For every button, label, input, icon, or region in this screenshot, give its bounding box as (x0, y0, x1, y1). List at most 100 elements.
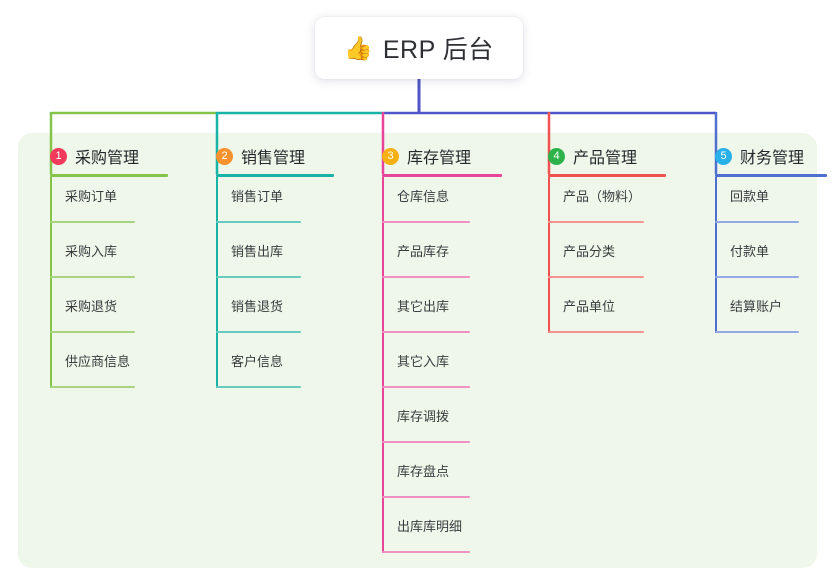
leaf-item[interactable]: 回款单 (695, 177, 825, 232)
branch-column-5: 5 财务管理回款单付款单结算账户 (695, 143, 827, 342)
leaf-item[interactable]: 出库库明细 (362, 507, 527, 562)
leaf-item-label: 产品分类 (563, 244, 616, 259)
branch-column-4: 4 产品管理产品（物料） 产品分类产品单位 (528, 143, 693, 342)
leaf-item[interactable]: 采购订单 (30, 177, 185, 232)
leaf-item[interactable]: 付款单 (695, 232, 825, 287)
branch-trunk-line (548, 177, 550, 333)
leaf-item[interactable]: 采购入库 (30, 232, 185, 287)
leaf-item[interactable]: 供应商信息 (30, 342, 185, 397)
branch-header-5[interactable]: 5 财务管理 (695, 143, 825, 169)
branch-column-3: 3 库存管理仓库信息产品库存其它出库其它入库库存调拨库存盘点出库库明细 (362, 143, 527, 562)
branch-title: 采购管理 (75, 150, 140, 167)
leaf-item[interactable]: 采购退货 (30, 287, 185, 342)
branch-header-rule (50, 174, 168, 177)
branch-header-4[interactable]: 4 产品管理 (528, 143, 693, 169)
branch-header-rule (216, 174, 334, 177)
leaf-item-label: 销售出库 (231, 244, 284, 259)
leaf-item-rule (50, 331, 135, 333)
branch-leaf-list: 销售订单销售出库销售退货客户信息 (196, 177, 351, 397)
leaf-item-rule (50, 386, 135, 388)
leaf-item[interactable]: 库存调拨 (362, 397, 527, 452)
leaf-item[interactable]: 仓库信息 (362, 177, 527, 232)
leaf-item-rule (382, 331, 470, 333)
leaf-item-label: 客户信息 (231, 354, 284, 369)
root-node[interactable]: 👍 ERP 后台 (315, 17, 523, 79)
leaf-item-label: 产品（物料） (563, 189, 642, 204)
leaf-item-label: 采购入库 (65, 244, 118, 259)
leaf-item-rule (382, 221, 470, 223)
leaf-item-label: 产品库存 (397, 244, 450, 259)
leaf-item-label: 产品单位 (563, 299, 616, 314)
leaf-item-rule (382, 551, 470, 553)
leaf-item-label: 结算账户 (730, 299, 783, 314)
leaf-item[interactable]: 其它出库 (362, 287, 527, 342)
leaf-item[interactable]: 客户信息 (196, 342, 351, 397)
branch-trunk-line (216, 177, 218, 388)
branch-number-badge: 3 (382, 147, 399, 165)
branch-title: 库存管理 (407, 150, 472, 167)
leaf-item-label: 采购订单 (65, 189, 118, 204)
leaf-item-rule (382, 386, 470, 388)
branch-trunk-line (715, 177, 717, 333)
leaf-item[interactable]: 产品分类 (528, 232, 693, 287)
leaf-item-rule (382, 496, 470, 498)
branch-title: 产品管理 (573, 150, 638, 167)
leaf-item-label: 回款单 (730, 189, 770, 204)
leaf-item-label: 出库库明细 (397, 519, 463, 534)
leaf-item-label: 其它出库 (397, 299, 450, 314)
leaf-item[interactable]: 销售退货 (196, 287, 351, 342)
branch-leaf-list: 回款单付款单结算账户 (695, 177, 825, 342)
leaf-item-rule (548, 276, 644, 278)
branch-title: 销售管理 (241, 150, 306, 167)
branch-header-2[interactable]: 2 销售管理 (196, 143, 351, 169)
leaf-item-rule (50, 221, 135, 223)
leaf-item-rule (216, 276, 301, 278)
leaf-item-label: 库存调拨 (397, 409, 450, 424)
leaf-item-label: 供应商信息 (65, 354, 131, 369)
leaf-item-rule (715, 331, 799, 333)
branch-number-badge: 2 (216, 147, 233, 165)
leaf-item-label: 付款单 (730, 244, 770, 259)
leaf-item[interactable]: 销售出库 (196, 232, 351, 287)
leaf-item-label: 仓库信息 (397, 189, 450, 204)
leaf-item-label: 库存盘点 (397, 464, 450, 479)
leaf-item-label: 销售订单 (231, 189, 284, 204)
leaf-item[interactable]: 结算账户 (695, 287, 825, 342)
leaf-item-rule (216, 386, 301, 388)
branch-header-3[interactable]: 3 库存管理 (362, 143, 527, 169)
branch-leaf-list: 仓库信息产品库存其它出库其它入库库存调拨库存盘点出库库明细 (362, 177, 527, 562)
thumbs-up-icon: 👍 (344, 34, 373, 61)
leaf-item-rule (50, 276, 135, 278)
branch-header-rule (382, 174, 502, 177)
leaf-item-rule (216, 331, 301, 333)
leaf-item[interactable]: 其它入库 (362, 342, 527, 397)
leaf-item[interactable]: 产品（物料） (528, 177, 693, 232)
branch-header-rule (548, 174, 666, 177)
leaf-item[interactable]: 库存盘点 (362, 452, 527, 507)
leaf-item-rule (382, 276, 470, 278)
leaf-item-label: 采购退货 (65, 299, 118, 314)
branch-trunk-line (382, 177, 384, 553)
leaf-item-rule (548, 331, 644, 333)
leaf-item[interactable]: 销售订单 (196, 177, 351, 232)
leaf-item-label: 其它入库 (397, 354, 450, 369)
leaf-item-rule (715, 221, 799, 223)
branch-number-badge: 5 (715, 147, 732, 165)
branch-trunk-line (50, 177, 52, 388)
leaf-item-rule (382, 441, 470, 443)
leaf-item-rule (715, 276, 799, 278)
branch-number-badge: 4 (548, 147, 565, 165)
branch-leaf-list: 产品（物料） 产品分类产品单位 (528, 177, 693, 342)
root-node-title: ERP 后台 (382, 36, 494, 64)
leaf-item-rule (216, 221, 301, 223)
leaf-item[interactable]: 产品库存 (362, 232, 527, 287)
branch-leaf-list: 采购订单采购入库采购退货供应商信息 (30, 177, 185, 397)
branch-title: 财务管理 (740, 150, 805, 167)
branches-panel (18, 133, 817, 568)
leaf-item-rule (548, 221, 644, 223)
leaf-item[interactable]: 产品单位 (528, 287, 693, 342)
